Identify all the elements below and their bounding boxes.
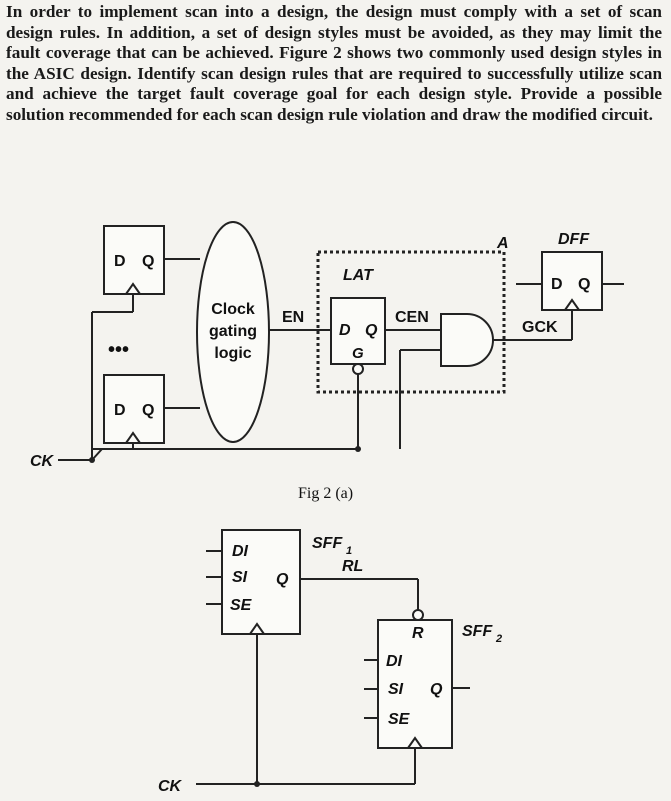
ff-bottom bbox=[103, 374, 165, 444]
sff2-q: Q bbox=[430, 681, 443, 698]
clock-gating-logic bbox=[196, 221, 270, 443]
lat-d: D bbox=[339, 322, 351, 339]
sff2-si: SI bbox=[388, 681, 404, 698]
ck-label-a: CK bbox=[30, 453, 55, 470]
sff2-sub: 2 bbox=[495, 633, 502, 645]
dff-clock-marker bbox=[564, 298, 580, 311]
sff1-si: SI bbox=[232, 569, 248, 586]
ff-bottom-d: D bbox=[114, 402, 126, 419]
sff1 bbox=[221, 529, 301, 635]
sff2-r: R bbox=[412, 625, 424, 642]
latch bbox=[330, 297, 386, 365]
lat-enable-bubble bbox=[352, 363, 364, 375]
clock-logic-line1: Clock bbox=[211, 301, 255, 318]
dff-d: D bbox=[551, 276, 563, 293]
ff-dots: ••• bbox=[108, 339, 129, 361]
sff1-label: SFF bbox=[312, 535, 343, 552]
ff-top-q: Q bbox=[142, 253, 154, 270]
sff1-clock-marker bbox=[249, 622, 265, 635]
lat-label: LAT bbox=[343, 267, 374, 284]
block-a-boundary bbox=[316, 250, 506, 394]
sff1-se: SE bbox=[230, 597, 253, 614]
sff2 bbox=[377, 619, 453, 749]
ff-bottom-q: Q bbox=[142, 402, 154, 419]
clock-logic-line3: logic bbox=[214, 345, 251, 362]
dff bbox=[541, 251, 603, 311]
en-label: EN bbox=[282, 309, 304, 326]
fig-a-caption: Fig 2 (a) bbox=[298, 485, 353, 502]
ff-top-clock-marker bbox=[125, 282, 141, 295]
sff1-di: DI bbox=[232, 543, 249, 560]
dff-q: Q bbox=[578, 276, 590, 293]
and-gate bbox=[440, 313, 494, 367]
sff2-reset-bubble bbox=[412, 609, 424, 621]
sff1-sub: 1 bbox=[346, 545, 352, 557]
sff2-se: SE bbox=[388, 711, 411, 728]
ff-bottom-clock-marker bbox=[125, 431, 141, 444]
gck-label: GCK bbox=[522, 319, 558, 336]
sff1-q: Q bbox=[276, 571, 289, 588]
clock-logic-line2: gating bbox=[209, 323, 257, 340]
rl-label: RL bbox=[342, 558, 363, 575]
question-text: In order to implement scan into a design… bbox=[6, 2, 662, 124]
lat-g: G bbox=[352, 345, 364, 362]
block-a-label: A bbox=[496, 235, 509, 252]
cen-label: CEN bbox=[395, 309, 429, 326]
sff2-clock-marker bbox=[407, 736, 423, 749]
ck-label-b: CK bbox=[158, 778, 183, 795]
sff2-di: DI bbox=[386, 653, 403, 670]
ff-top-d: D bbox=[114, 253, 126, 270]
sff2-label: SFF bbox=[462, 623, 493, 640]
lat-q: Q bbox=[365, 322, 378, 339]
dff-label: DFF bbox=[558, 231, 590, 248]
